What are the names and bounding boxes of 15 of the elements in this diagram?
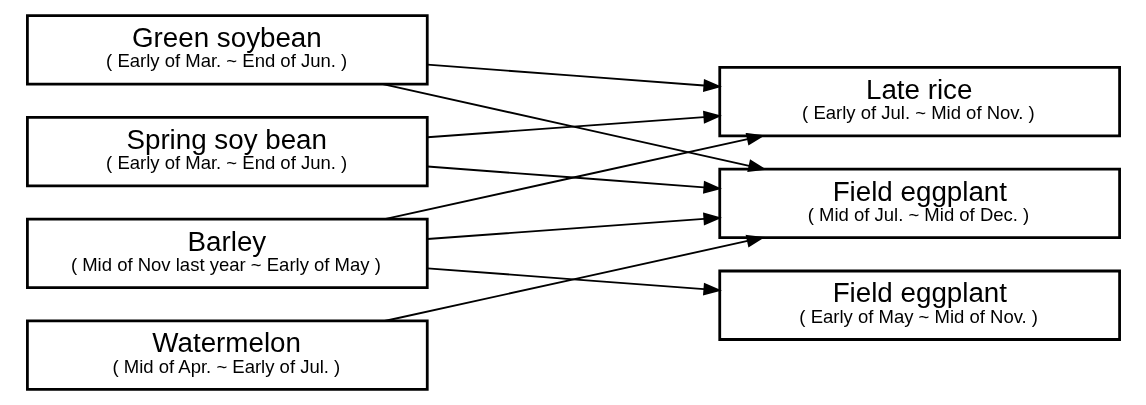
node-box: Barley ( Mid of Nov last year ~ Early of May ) <box>25 217 429 290</box>
node-box: Field eggplant ( Mid of Jul. ~ Mid of Dec. ) <box>717 167 1121 240</box>
arrow <box>426 110 722 139</box>
arrow <box>381 83 767 172</box>
arrow <box>426 212 722 240</box>
node-box: Late rice ( Early of Jul. ~ Mid of Nov. ) <box>717 65 1121 138</box>
arrow <box>383 132 765 221</box>
arrow <box>426 63 722 92</box>
arrow <box>383 234 765 322</box>
node-box: Field eggplant ( Early of May ~ Mid of Nov. ) <box>717 269 1121 341</box>
arrow <box>426 165 722 194</box>
node-box: Green soybean ( Early of Mar. ~ End of Jun. ) <box>25 14 429 86</box>
arrow <box>426 267 722 296</box>
node-box: Spring soy bean ( Early of Mar. ~ End of Jun. ) <box>25 115 429 188</box>
node-box: Watermelon ( Mid of Apr. ~ Early of Jul. ) <box>25 319 429 391</box>
